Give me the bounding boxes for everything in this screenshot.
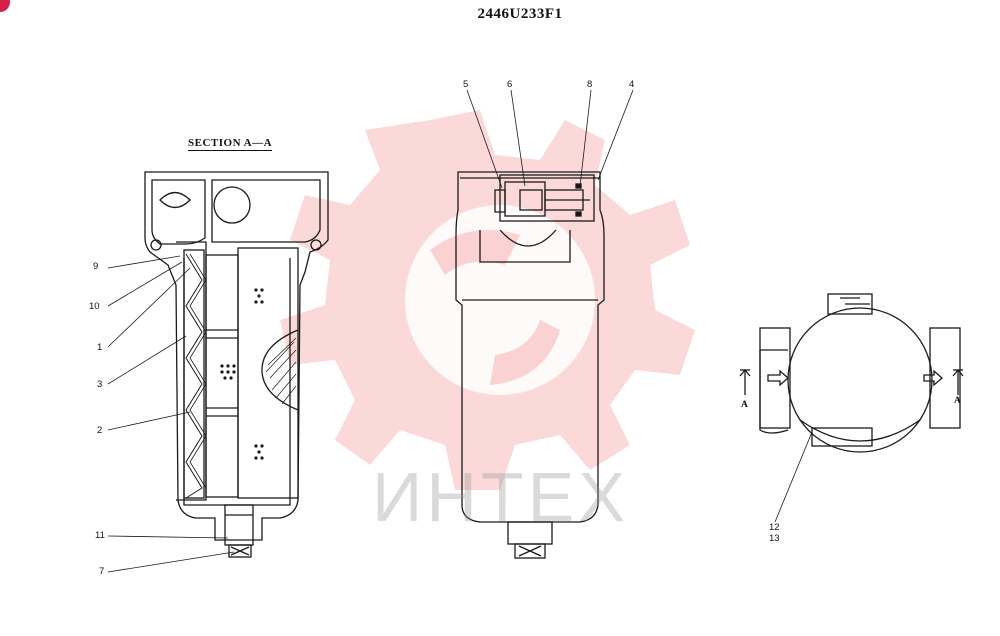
callout-label: 1 (97, 342, 103, 353)
callout-label: 4 (629, 79, 635, 90)
section-mark: A (954, 396, 961, 406)
corner-badge (0, 0, 10, 12)
callout-label: 12 (769, 522, 780, 533)
callout-label: 9 (93, 261, 99, 272)
top-view (739, 293, 964, 523)
callout-label: 3 (97, 379, 103, 390)
section-view (107, 171, 329, 573)
callout-label: 2 (97, 425, 103, 436)
callout-label: 6 (507, 79, 513, 90)
callout-label: 8 (587, 79, 593, 90)
drawing-title: 2446U233F1 (477, 6, 563, 22)
watermark-text: ИНТЕХ (372, 458, 630, 536)
callout-label: 10 (89, 301, 100, 312)
callout-label: 5 (463, 79, 469, 90)
section-title: SECTION A—A (188, 137, 273, 151)
callout-label: 13 (769, 533, 780, 544)
front-view (455, 89, 634, 559)
callout-label: 11 (95, 530, 105, 541)
callout-label: 7 (99, 566, 105, 577)
section-mark: A (741, 400, 748, 410)
